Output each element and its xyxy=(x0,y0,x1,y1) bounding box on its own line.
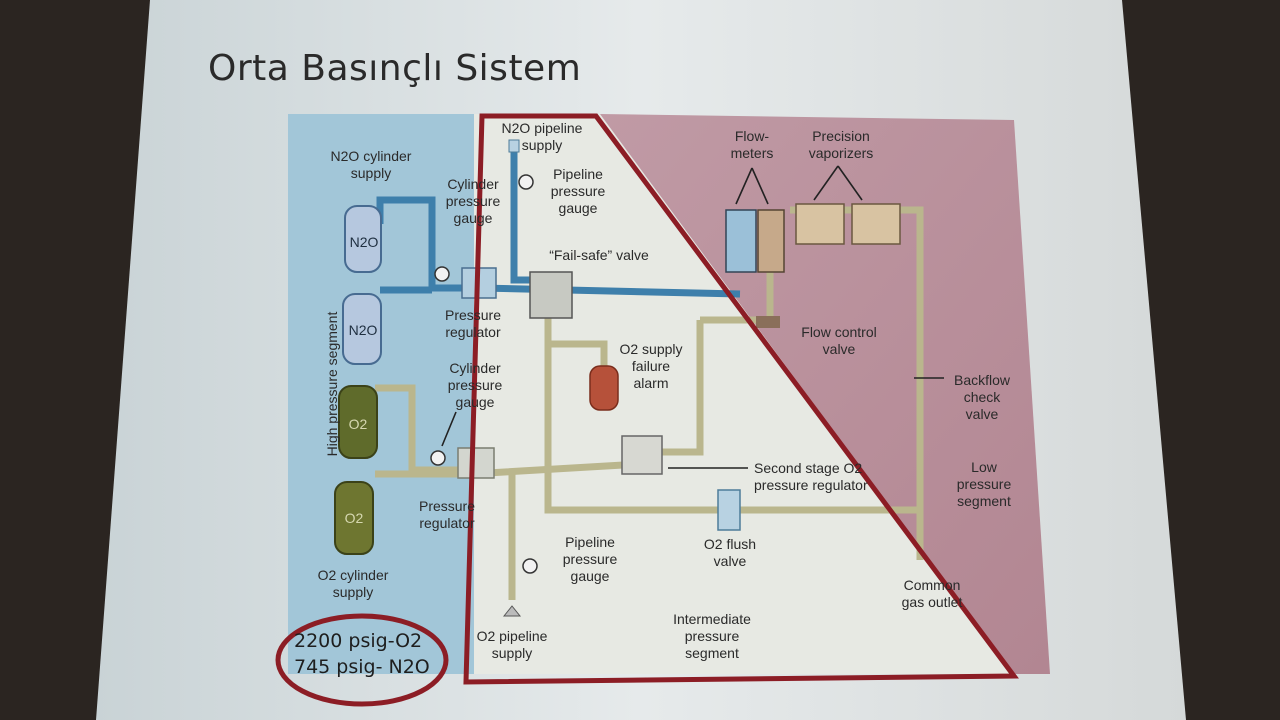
annotation-n2o-pressure: 745 psig- N2O xyxy=(294,656,430,678)
cylinder-o2-label-1: O2 xyxy=(348,416,368,432)
pressure-regulator-bottom-icon xyxy=(457,447,495,479)
n2o-cylinder-1 xyxy=(344,205,382,273)
pipeline-gauge-top-icon xyxy=(518,174,534,190)
o2-pipeline-inlet-icon xyxy=(502,605,522,617)
o2-alarm-icon xyxy=(589,365,619,411)
cylinder-gauge-bottom-icon xyxy=(430,450,446,466)
failsafe-valve-icon xyxy=(529,271,573,319)
annotation-o2-pressure: 2200 psig-O2 xyxy=(294,630,423,652)
n2o-cylinder-2 xyxy=(342,293,382,365)
flow-control-valve-icon xyxy=(756,316,780,328)
cylinder-gauge-top-icon xyxy=(434,266,450,282)
psi-annotation-ellipse xyxy=(275,613,449,707)
o2-cylinder-2 xyxy=(334,481,374,555)
second-stage-regulator-icon xyxy=(621,435,663,475)
flowmeter-n2o-icon xyxy=(725,209,757,273)
pipeline-gauge-bottom-icon xyxy=(522,558,538,574)
cylinder-n2o-label-1: N2O xyxy=(349,234,379,250)
flowmeters-label: Flow-meters xyxy=(730,128,774,161)
slide-title: Orta Basınçlı Sistem xyxy=(208,48,582,89)
n2o-pipeline-inlet-icon xyxy=(508,139,520,153)
low-pressure-panel xyxy=(600,114,1050,674)
n2o-pipes xyxy=(376,150,741,298)
o2-cylinder-1 xyxy=(338,385,378,459)
o2-flush-valve-icon xyxy=(717,489,741,531)
vaporizer-1-icon xyxy=(795,203,845,245)
failsafe-valve-label: “Fail-safe” valve xyxy=(549,247,649,263)
cylinder-o2-label-2: O2 xyxy=(344,510,364,526)
pointer-arrows xyxy=(441,165,944,469)
intermediate-highlight xyxy=(463,113,1019,685)
high-pressure-segment-label: High pressure segment xyxy=(324,311,340,457)
flowmeter-o2-icon xyxy=(757,209,785,273)
vaporizer-2-icon xyxy=(851,203,901,245)
intermediate-panel xyxy=(474,114,600,674)
cylinder-n2o-label-2: N2O xyxy=(348,322,378,338)
